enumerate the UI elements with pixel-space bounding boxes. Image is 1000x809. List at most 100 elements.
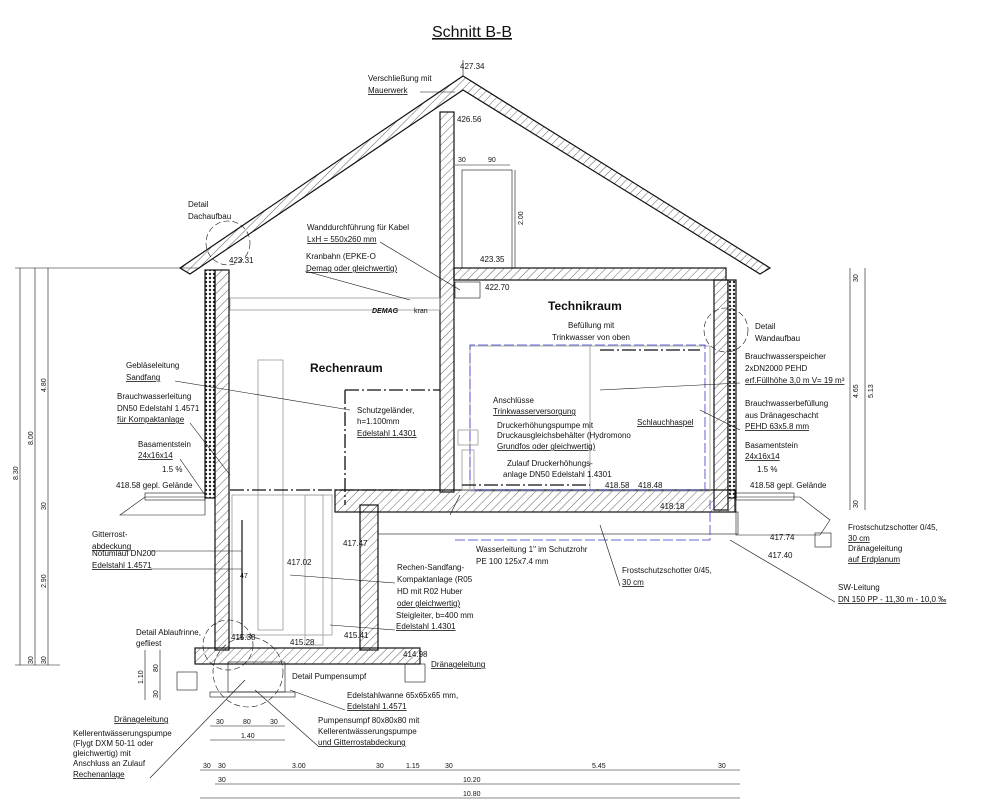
dim-value: 30 <box>458 157 466 164</box>
label-wasserleitung: PE 100 125x7.4 mm <box>476 557 549 566</box>
attic-door <box>461 169 513 269</box>
label-brauchwasserbefuellung: PEHD 63x5.8 mm <box>745 422 809 431</box>
label-basament-right: Basamentstein <box>745 441 798 450</box>
label-slope-left: 1.5 % <box>162 465 182 474</box>
dim-value: 80 <box>243 719 251 726</box>
compact-plant <box>231 494 333 636</box>
label-befuellung: Trinkwasser von oben <box>552 333 630 342</box>
label-kompaktanlage: Rechen-Sandfang- <box>397 563 464 572</box>
leader-lines <box>149 91 836 779</box>
equipment: DEMAG kran <box>202 169 749 708</box>
dim-value: 1.10 <box>138 670 145 684</box>
level-41528: 415.28 <box>290 638 315 647</box>
label-sw-leitung: DN 150 PP - 11,30 m - 10,0 ‰ <box>838 595 946 604</box>
label-brauchwasserbefuellung: aus Dränageschacht <box>745 411 819 420</box>
drain-pipe-right <box>404 663 426 683</box>
label-pumpensumpf: und Gitterrostabdeckung <box>318 738 406 747</box>
label-speicher: erf.Füllhöhe 3,0 m V= 19 m³ <box>745 376 845 385</box>
detail-ablaufrinne-circle <box>202 619 254 671</box>
label-brauchwasserleitung: für Kompaktanlage <box>117 415 185 424</box>
label-anschluesse: Trinkwasserversorgung <box>493 407 576 416</box>
crane-rail <box>229 297 441 311</box>
left-insulation <box>204 269 216 499</box>
label-schutzgelaender: h=1.100mm <box>357 417 400 426</box>
right-insulation <box>727 279 737 499</box>
dim-value: 30 <box>270 719 278 726</box>
level-41747: 417.47 <box>343 539 368 548</box>
right-wall <box>713 279 729 511</box>
dim-value: 30 <box>216 719 224 726</box>
detail-pumpensumpf-circle <box>212 636 284 708</box>
level-attic: 426.56 <box>457 115 482 124</box>
level-duct: 422.70 <box>485 283 510 292</box>
dim-value: 80 <box>153 664 160 672</box>
label-pumpensumpf: Kellerentwässerungspumpe <box>318 727 417 736</box>
label-wandaufbau: Detail <box>755 322 776 331</box>
label-gitterrost: Gitterrost- <box>92 530 128 539</box>
label-brauchwasserleitung: DN50 Edelstahl 1.4571 <box>117 404 200 413</box>
label-speicher: 2xDN2000 PEHD <box>745 364 807 373</box>
label-wasserleitung: Wasserleitung 1" im Schutzrohr <box>476 545 588 554</box>
label-draenage-erdplanum: Dränageleitung <box>848 544 902 553</box>
label-basament-left: 24x16x14 <box>138 451 173 460</box>
label-wandaufbau: Wandaufbau <box>755 334 800 343</box>
dim-value: 30 <box>376 763 384 770</box>
level-41702: 417.02 <box>287 558 312 567</box>
label-kompaktanlage: Kompaktanlage (R05 <box>397 575 473 584</box>
label-kellerpumpe: (Flygt DXM 50-11 oder <box>73 739 154 748</box>
roof <box>178 60 772 275</box>
dimension-lines <box>15 164 866 799</box>
dim-value: 3.00 <box>292 763 306 770</box>
label-basament-right: 24x16x14 <box>745 452 780 461</box>
dim-value: 4.80 <box>41 378 48 392</box>
pit-floor-slab <box>194 647 421 665</box>
label-zulauf: Zulauf Druckerhöhungs- <box>507 459 593 468</box>
label-brauchwasserbefuellung: Brauchwasserbefüllung <box>745 399 828 408</box>
dim-value: 30 <box>41 656 48 664</box>
label-basament-left: Basamentstein <box>138 440 191 449</box>
label-frost-mid: Frostschutzschotter 0/45, <box>622 566 712 575</box>
label-kellerpumpe: gleichwertig) mit <box>73 749 132 758</box>
level-eave: 423.31 <box>229 256 254 265</box>
label-frost-mid: 30 cm <box>622 578 644 587</box>
label-draenage-erdplanum: auf Erdplanum <box>848 555 900 564</box>
label-steigleiter: Steigleiter, b=400 mm <box>396 611 474 620</box>
dim-value: 30 <box>218 763 226 770</box>
level-slab: 418.18 <box>660 502 685 511</box>
label-wanddurchfuehrung: LxH = 550x260 mm <box>307 235 377 244</box>
left-wall <box>214 269 230 651</box>
label-verschliessung: Verschließung mit <box>368 74 432 83</box>
label-anschluesse: Anschlüsse <box>493 396 534 405</box>
ladder <box>304 494 324 646</box>
label-pumpensumpf: Pumpensumpf 80x80x80 mit <box>318 716 420 725</box>
dim-value: 2.00 <box>518 211 525 225</box>
label-kranbahn: Demag oder gleichwertig) <box>306 264 397 273</box>
label-druckerhoehung: Grundfos oder gleichwertig) <box>497 442 596 451</box>
dim-value: 10.20 <box>463 777 481 784</box>
level-41541: 415.41 <box>344 631 369 640</box>
room-label-rechenraum: Rechenraum <box>310 361 383 375</box>
dim-value: 30 <box>718 763 726 770</box>
crane-brand: DEMAG <box>372 308 399 315</box>
dim-value: 30 <box>153 690 160 698</box>
label-draenage-right: Dränageleitung <box>431 660 485 669</box>
dim-value: 10.80 <box>463 791 481 798</box>
dim-value: 5.13 <box>868 384 875 398</box>
dim-value: 30 <box>853 500 860 508</box>
level-peak: 427.34 <box>460 62 485 71</box>
label-kompaktanlage: HD mit R02 Huber <box>397 587 463 596</box>
dim-value: 1.15 <box>406 763 420 770</box>
label-draenage-left: Dränageleitung <box>114 715 168 724</box>
label-geblaese: Sandfang <box>126 373 160 382</box>
level-41498: 414.98 <box>403 650 428 659</box>
level-41538: 415.38 <box>231 633 256 642</box>
label-frost-right: Frostschutzschotter 0/45, <box>848 523 938 532</box>
detail-dachaufbau-circle <box>205 220 251 266</box>
dim-value: 8.00 <box>28 431 35 445</box>
label-dachaufbau: Detail <box>188 200 209 209</box>
pump-sump <box>227 661 286 693</box>
label-ablaufrinne: Detail Ablaufrinne, <box>136 628 201 637</box>
label-schutzgelaender: Schutzgeländer, <box>357 406 414 415</box>
dim-value: 47 <box>240 573 248 580</box>
annotations: Verschließung mit Mauerwerk Detail Dacha… <box>73 74 946 779</box>
